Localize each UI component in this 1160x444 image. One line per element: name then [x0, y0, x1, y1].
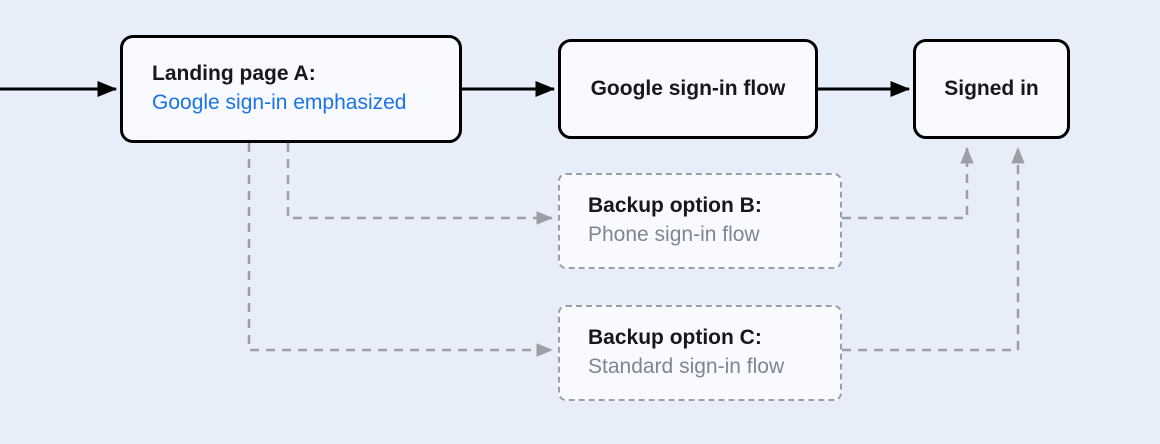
node-landing-page-a-subtitle: Google sign-in emphasized [152, 91, 407, 114]
node-signed-in-title: Signed in [944, 76, 1039, 100]
edge-backup-c-to-signed-in [842, 146, 1025, 352]
node-landing-page-a-title: Landing page A: [152, 62, 316, 86]
node-google-sign-in-flow-title: Google sign-in flow [590, 76, 786, 100]
edge-backup-b-to-signed-in [842, 146, 974, 220]
node-backup-option-c[interactable]: Backup option C: Standard sign-in flow [558, 305, 842, 401]
node-backup-option-c-title: Backup option C: [588, 326, 762, 350]
edge-landing-a-to-backup-c [247, 143, 554, 357]
node-backup-option-b-title: Backup option B: [588, 194, 762, 218]
node-backup-option-b-subtitle: Phone sign-in flow [588, 223, 760, 246]
node-landing-page-a[interactable]: Landing page A: Google sign-in emphasize… [120, 35, 462, 143]
node-backup-option-b[interactable]: Backup option B: Phone sign-in flow [558, 173, 842, 269]
node-google-sign-in-flow[interactable]: Google sign-in flow [558, 39, 818, 139]
node-backup-option-c-subtitle: Standard sign-in flow [588, 355, 785, 378]
node-signed-in[interactable]: Signed in [913, 39, 1070, 139]
edge-landing-a-to-backup-b [286, 143, 554, 225]
